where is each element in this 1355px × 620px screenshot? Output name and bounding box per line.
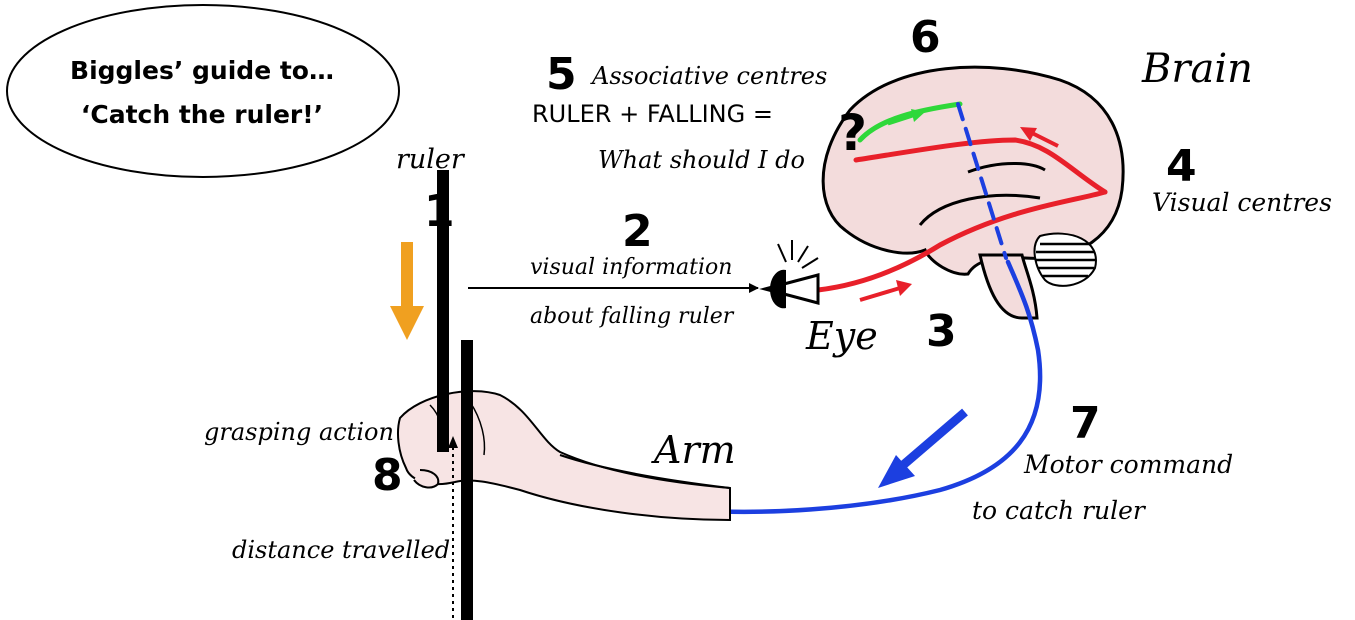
title-oval <box>6 4 400 178</box>
what-should-i-do-label: What should I do <box>598 146 805 174</box>
to-catch-ruler-label: to catch ruler <box>972 496 1145 525</box>
visual-pathway <box>815 137 1108 293</box>
ruler-falling-equation: RULER + FALLING = <box>532 100 773 128</box>
title-line-1: Biggles’ guide to… <box>70 56 334 85</box>
motor-command-label: Motor command <box>1024 450 1234 479</box>
step-number-2: 2 <box>622 206 653 257</box>
motor-command-arrow <box>878 408 968 488</box>
distance-arrowhead <box>448 436 458 448</box>
step-number-8: 8 <box>372 450 403 501</box>
step-number-6: 6 <box>910 12 941 63</box>
associative-centres-label: Associative centres <box>592 62 828 90</box>
brain-label: Brain <box>1142 46 1253 92</box>
step-number-3: 3 <box>926 306 957 357</box>
eye-icon <box>759 240 820 309</box>
eye-label: Eye <box>806 314 878 358</box>
ruler-label: ruler <box>396 144 464 175</box>
visual-pathway-arrow <box>859 127 1059 302</box>
step-number-5: 5 <box>546 49 577 100</box>
arm-label: Arm <box>654 428 736 472</box>
visual-centres-label: Visual centres <box>1152 188 1332 217</box>
step-number-1: 1 <box>424 186 455 237</box>
associative-pathway <box>857 101 963 143</box>
step-number-4: 4 <box>1166 141 1197 192</box>
distance-travelled-label: distance travelled <box>232 536 451 564</box>
about-falling-ruler-label: about falling ruler <box>530 304 734 329</box>
step-number-7: 7 <box>1070 398 1101 449</box>
title-line-2: ‘Catch the ruler!’ <box>80 100 324 129</box>
question-mark: ? <box>838 104 868 162</box>
visual-information-label: visual information <box>530 255 733 280</box>
arm-illustration <box>397 390 731 522</box>
ruler-falling <box>437 170 449 452</box>
fall-arrow <box>390 242 424 340</box>
grasping-action-label: grasping action <box>204 418 394 446</box>
ruler-caught <box>461 340 473 620</box>
